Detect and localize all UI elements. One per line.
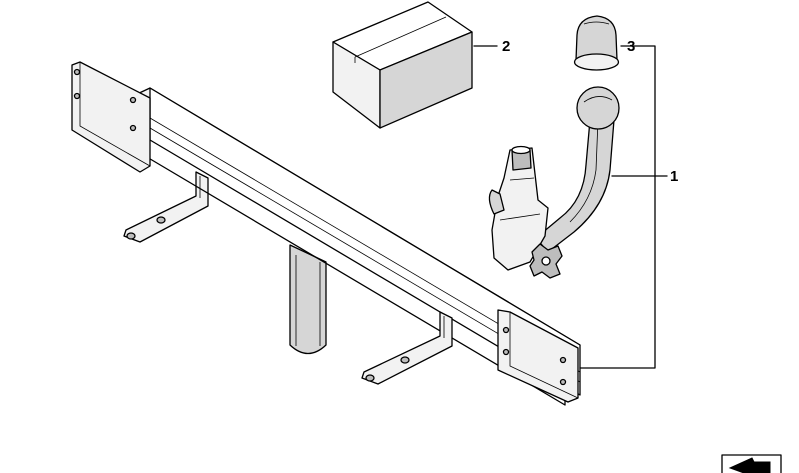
callout-3: 3 (627, 38, 635, 55)
bolt-hole-icon (129, 96, 137, 104)
right-end-plate (497, 309, 579, 403)
bolt-hole-icon (73, 92, 81, 100)
bolt-hole-icon (559, 378, 567, 386)
support-post (289, 244, 327, 355)
callout-leaders (473, 45, 668, 369)
right-mounting-strap (361, 311, 453, 385)
installation-kit-box (332, 1, 473, 129)
ball-cover-cap (573, 15, 620, 71)
bolt-hole-icon (559, 356, 567, 364)
corner-arrow-logo-icon (721, 454, 782, 473)
bolt-hole-icon (73, 68, 81, 76)
crossbar-assembly (71, 61, 581, 406)
bolt-hole-icon (129, 124, 137, 132)
bolt-hole-icon (502, 348, 510, 356)
left-end-plate (71, 61, 151, 173)
callout-2: 2 (502, 38, 510, 55)
bolt-hole-icon (502, 326, 510, 334)
main-beam (134, 87, 581, 406)
bolt-icon (365, 374, 375, 382)
bolt-icon (400, 356, 410, 364)
bolt-icon (156, 216, 166, 224)
leader-line-3-1 (579, 45, 656, 369)
bolt-icon (126, 232, 136, 240)
left-mounting-strap (123, 171, 209, 243)
detachable-tow-ball-neck (488, 86, 620, 279)
callout-1: 1 (670, 168, 678, 185)
